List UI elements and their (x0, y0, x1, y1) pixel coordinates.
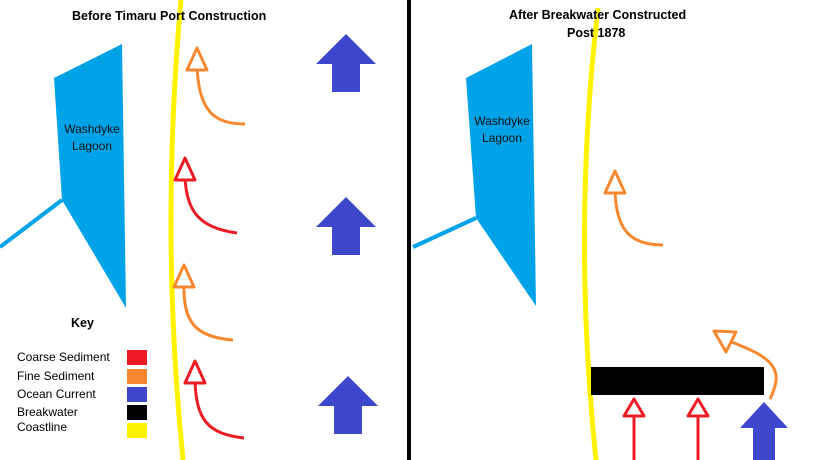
ocean-current-arrow (316, 197, 376, 255)
ocean-current-arrow (740, 402, 788, 460)
after-title-line1: After Breakwater Constructed (509, 8, 687, 22)
after-title-line2: Post 1878 (567, 26, 626, 40)
lagoon-label-after: Washdyke Lagoon (467, 113, 537, 147)
coarse-sediment-arrow (183, 359, 245, 440)
coastline-after (582, 7, 601, 460)
coastline-before (168, 0, 186, 460)
panel-divider (407, 0, 411, 460)
lagoon-outlet-after (412, 216, 477, 249)
coarse-sediment-arrow (622, 397, 646, 460)
lagoon-shape-before (54, 44, 126, 308)
lagoon-outlet-before (0, 198, 64, 249)
fine-sediment-arrow (603, 169, 664, 247)
fine-sediment-arrow (712, 329, 778, 400)
legend-label-ocean: Ocean Current (17, 387, 96, 401)
legend-swatch-breakwater (127, 405, 147, 420)
coarse-sediment-arrow (173, 156, 238, 235)
legend-swatch-fine (127, 369, 147, 384)
legend-label-coastline: Coastline (17, 420, 68, 434)
legend-swatch-ocean (127, 387, 147, 402)
fine-sediment-arrow (172, 263, 234, 342)
lagoon-label-line1: Washdyke (64, 122, 120, 136)
lagoon-label-line2: Lagoon (481, 131, 523, 145)
legend-label-breakwater: Breakwater (17, 405, 78, 419)
legend-title: Key (71, 316, 94, 330)
lagoon-shape-after (466, 44, 536, 306)
ocean-current-arrow (316, 34, 376, 92)
coarse-sediment-arrow (686, 397, 710, 460)
legend-swatch-coastline (127, 423, 147, 438)
lagoon-label-line1: Washdyke (474, 114, 530, 128)
legend-label-fine: Fine Sediment (17, 369, 95, 383)
fine-sediment-arrow (185, 46, 246, 126)
ocean-current-arrow (318, 376, 378, 434)
lagoon-label-line2: Lagoon (71, 139, 113, 153)
breakwater (591, 367, 764, 395)
lagoon-label-before: Washdyke Lagoon (57, 121, 127, 155)
legend-swatch-coarse (127, 350, 147, 365)
before-title: Before Timaru Port Construction (72, 9, 267, 23)
legend-label-coarse: Coarse Sediment (17, 350, 110, 364)
